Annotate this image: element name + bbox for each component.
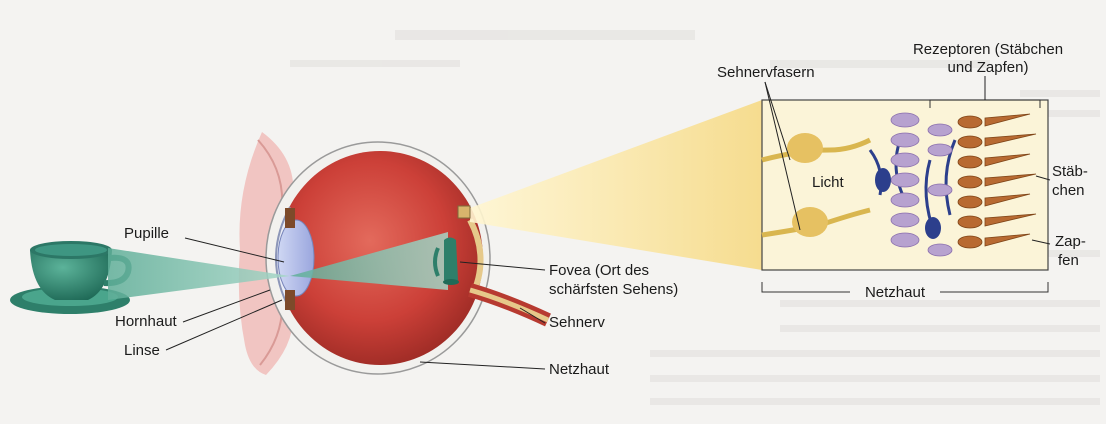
label-sehnervfasern: Sehnervfasern	[717, 64, 815, 82]
label-linse: Linse	[124, 342, 160, 360]
label-netzhaut-bracket: Netzhaut	[850, 284, 940, 302]
label-fovea-1: Fovea (Ort des	[549, 262, 649, 280]
label-zapfen-1: Zap-	[1055, 233, 1086, 251]
label-licht: Licht	[812, 174, 844, 192]
label-staebchen-2: chen	[1052, 182, 1085, 200]
label-pupille: Pupille	[124, 225, 169, 243]
label-rezeptoren-2: und Zapfen)	[898, 59, 1078, 77]
label-sehnerv: Sehnerv	[549, 314, 605, 332]
label-staebchen-1: Stäb-	[1052, 163, 1088, 181]
netzhaut-eye-leader	[420, 362, 545, 369]
label-hornhaut: Hornhaut	[115, 313, 177, 331]
label-zapfen-2: fen	[1058, 252, 1079, 270]
magnification-cone	[458, 100, 762, 270]
label-rezeptoren-1: Rezeptoren (Stäbchen	[898, 41, 1078, 59]
retina-magnified-box	[762, 100, 1048, 270]
label-fovea-2: schärfsten Sehens)	[549, 281, 678, 299]
label-netzhaut-eye: Netzhaut	[549, 361, 609, 379]
optic-nerve	[470, 290, 548, 320]
